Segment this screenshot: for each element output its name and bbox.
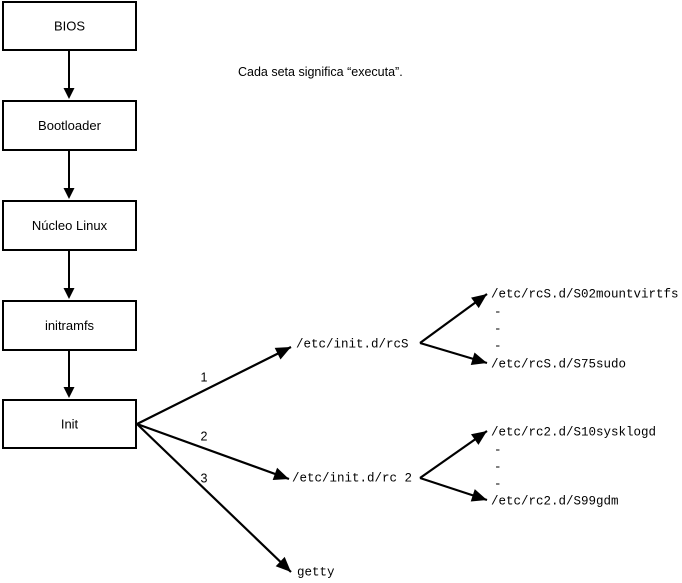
boot-stage-4[interactable]: Init xyxy=(2,399,137,449)
fan-out-ellipsis-dash: - xyxy=(494,443,502,457)
init-branch-2[interactable]: 2/etc/init.d/rc 2 xyxy=(136,422,412,485)
fan-out-arrow-head-last xyxy=(470,489,487,502)
fan-out-arrow-head-first xyxy=(471,294,487,309)
boot-stage-label: BIOS xyxy=(54,18,85,33)
fan-out-first-script-label: /etc/rcS.d/S02mountvirtfs xyxy=(491,287,679,301)
fan-out-last-script-label: /etc/rc2.d/S99gdm xyxy=(491,494,619,508)
boot-stage-label: Bootloader xyxy=(38,118,102,133)
chain-arrow-head xyxy=(63,387,75,398)
fan-out-rcS-scripts: /etc/rcS.d/S02mountvirtfs/etc/rcS.d/S75s… xyxy=(419,287,679,371)
fan-out-ellipsis-dash: - xyxy=(494,305,502,319)
boot-stage-2[interactable]: Núcleo Linux xyxy=(2,200,137,251)
boot-stage-box[interactable] xyxy=(2,100,137,151)
chain-arrow-layer xyxy=(63,50,75,398)
fan-out-rc2-scripts: /etc/rc2.d/S10sysklogd/etc/rc2.d/S99gdm -… xyxy=(419,425,656,508)
init-branch-number: 2 xyxy=(201,429,208,443)
boot-stage-3[interactable]: initramfs xyxy=(2,300,137,351)
boot-stage-1[interactable]: Bootloader xyxy=(2,100,137,151)
boot-stage-0[interactable]: BIOS xyxy=(2,1,137,51)
init-branch-arrow-head xyxy=(272,467,289,481)
legend-note: Cada seta significa “executa”. xyxy=(238,65,403,79)
fan-out-ellipsis-dash: - xyxy=(494,322,502,336)
boot-stage-box[interactable] xyxy=(2,399,137,449)
init-branch-line xyxy=(136,423,292,573)
fan-out-ellipsis-dash: - xyxy=(494,477,502,491)
init-branch-target-label: getty xyxy=(297,565,335,579)
init-branch-arrow-head xyxy=(275,556,291,572)
init-branch-target-label: /etc/init.d/rc 2 xyxy=(292,471,412,485)
init-branch-target-label: /etc/init.d/rcS xyxy=(296,337,409,351)
boot-stage-box[interactable] xyxy=(2,200,137,251)
init-branch-arrow-head xyxy=(274,347,291,360)
init-branch-line xyxy=(136,346,292,425)
init-branch-1[interactable]: 1/etc/init.d/rcS xyxy=(136,337,409,425)
fan-out-layer: /etc/rcS.d/S02mountvirtfs/etc/rcS.d/S75s… xyxy=(419,287,679,508)
boot-stage-box[interactable] xyxy=(2,300,137,351)
init-branch-3[interactable]: 3 getty xyxy=(136,423,335,579)
fan-out-arrow-head-last xyxy=(470,352,487,365)
fan-out-ellipsis-dash: - xyxy=(494,339,502,353)
boot-stage-label: initramfs xyxy=(45,318,95,333)
chain-arrow-head xyxy=(63,88,75,99)
init-branch-number: 3 xyxy=(201,471,208,485)
init-branch-line xyxy=(136,422,290,481)
boot-stage-label: Núcleo Linux xyxy=(32,218,108,233)
fan-out-last-script-label: /etc/rcS.d/S75sudo xyxy=(491,357,626,371)
chain-arrow-head xyxy=(63,288,75,299)
fan-out-ellipsis-dash: - xyxy=(494,460,502,474)
chain-arrow-head xyxy=(63,188,75,199)
init-branch-number: 1 xyxy=(201,370,208,384)
fan-out-arrow-head-first xyxy=(470,431,487,445)
fan-out-first-script-label: /etc/rc2.d/S10sysklogd xyxy=(491,425,656,439)
boot-stage-label: Init xyxy=(61,416,79,431)
boot-stage-box[interactable] xyxy=(2,1,137,51)
